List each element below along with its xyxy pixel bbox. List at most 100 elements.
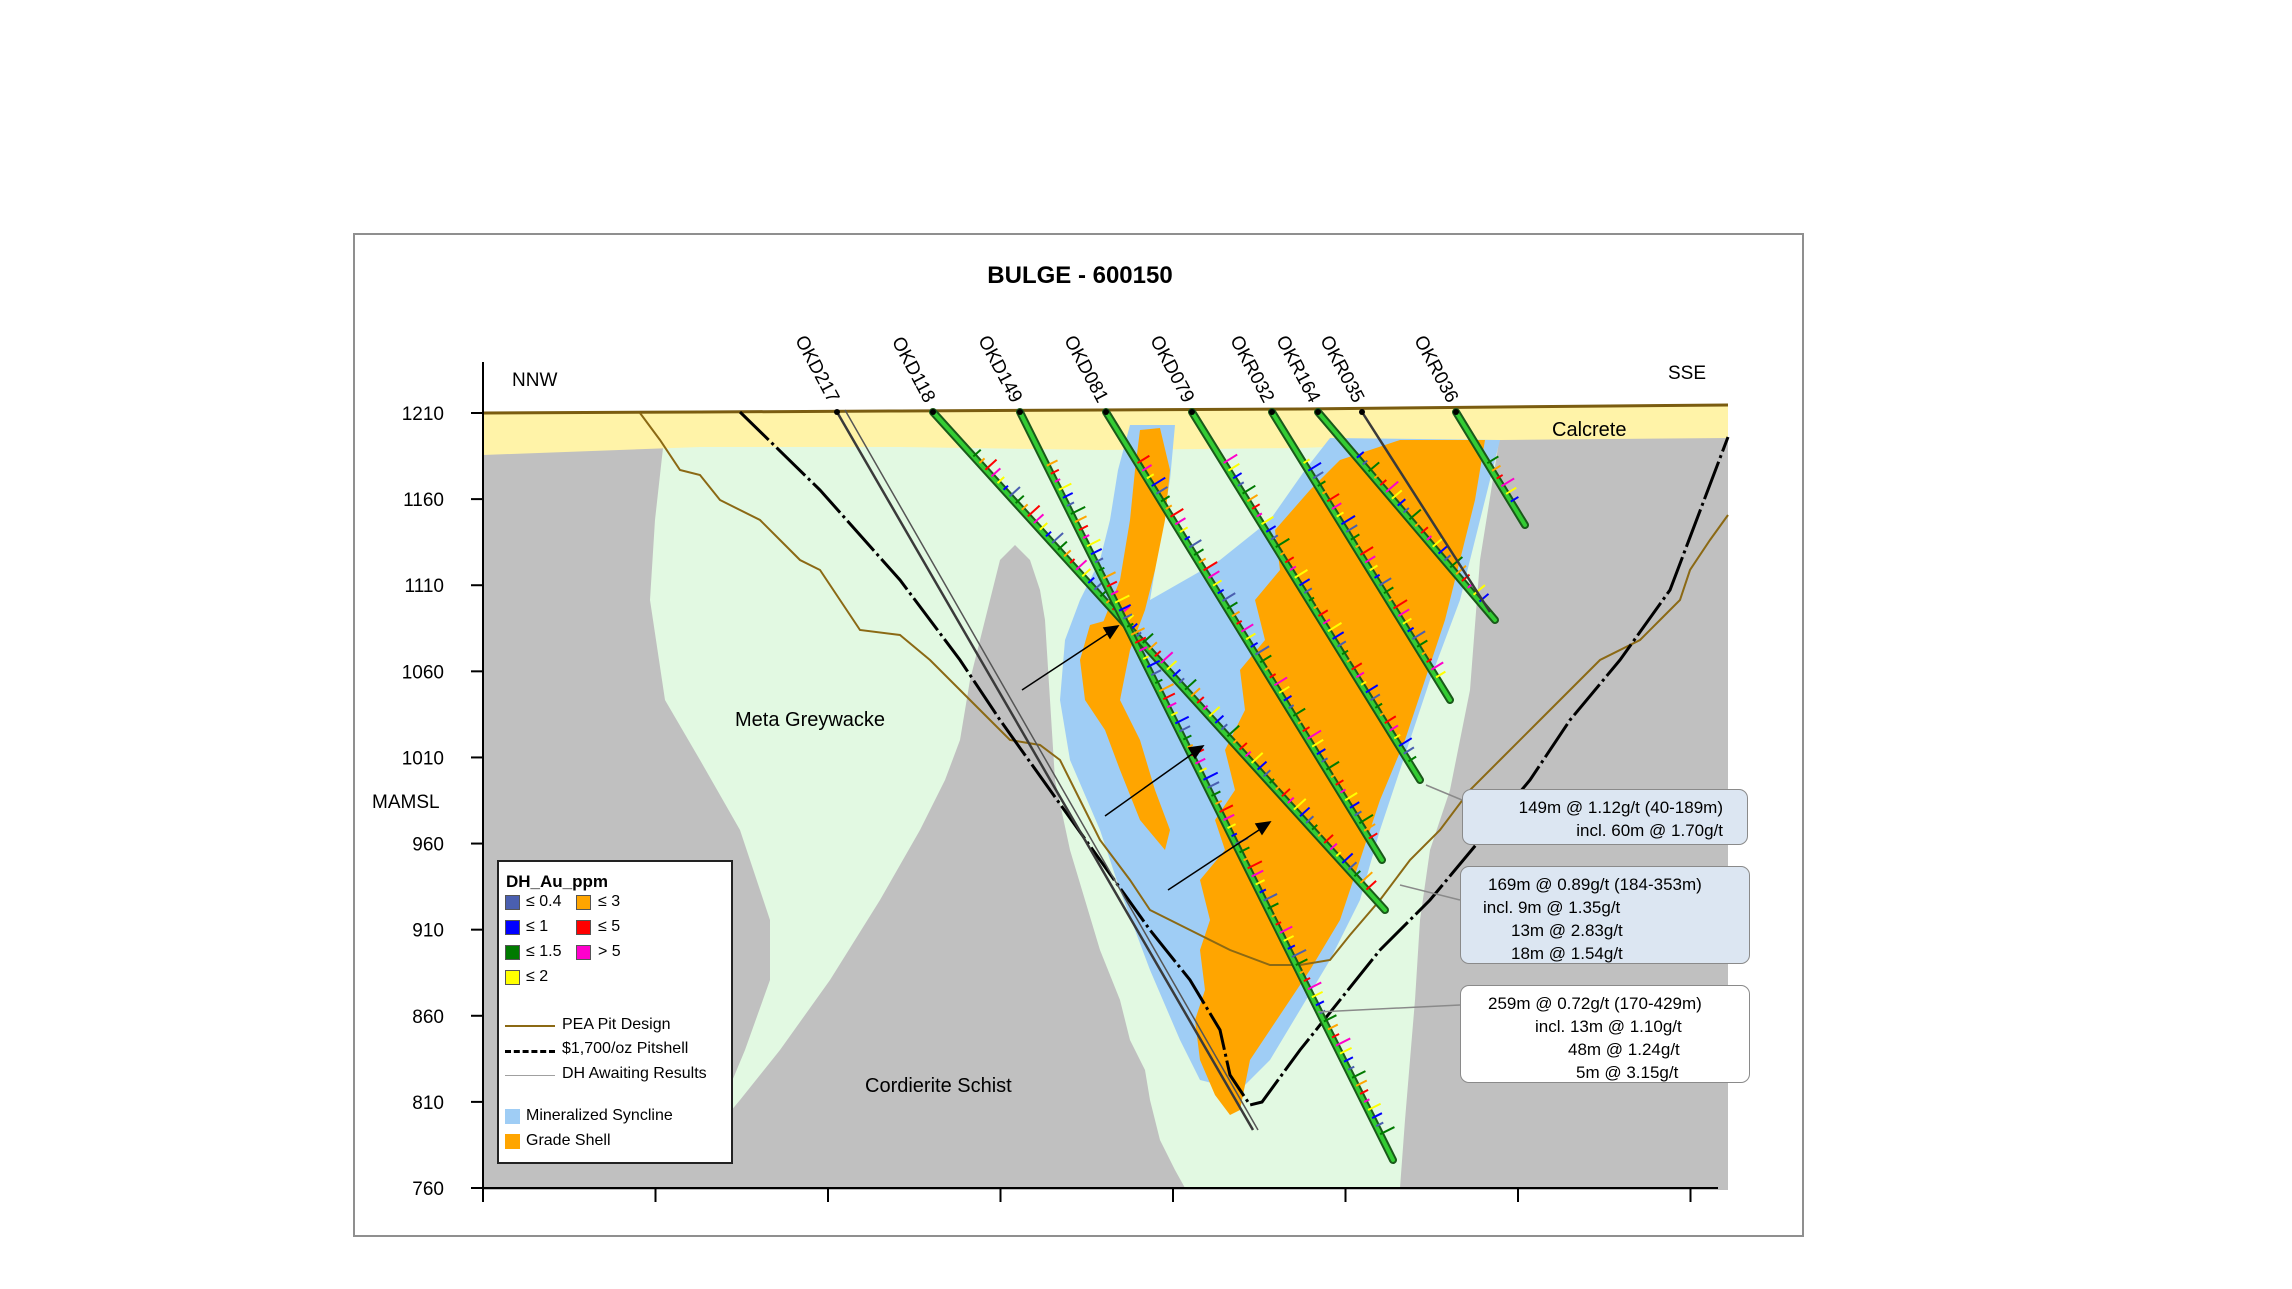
assay-tick bbox=[1155, 486, 1168, 495]
assay-tick bbox=[1271, 911, 1281, 918]
assay-tick bbox=[1311, 991, 1324, 999]
assay-tick bbox=[1426, 658, 1433, 663]
assay-tick bbox=[1231, 610, 1241, 618]
assay-tick bbox=[1378, 577, 1392, 587]
callout-intercept-2: 169m @ 0.89g/t (184-353m) incl. 9m @ 1.3… bbox=[1460, 866, 1750, 964]
assay-tick bbox=[1411, 630, 1426, 640]
assay-tick bbox=[1510, 496, 1519, 503]
legend: DH_Au_ppm ≤ 0.4 ≤ 3 ≤ 1 ≤ 5 ≤ 1.5 > 5 ≤ … bbox=[497, 860, 733, 1164]
assay-tick bbox=[1311, 824, 1318, 831]
callout-2-line-4: 18m @ 1.54g/t bbox=[1511, 944, 1623, 963]
assay-tick bbox=[1244, 750, 1252, 758]
assay-tick bbox=[1383, 586, 1394, 595]
assay-tick bbox=[1169, 508, 1184, 518]
drillhole-label: OKD118 bbox=[887, 333, 939, 406]
assay-tick bbox=[1340, 515, 1356, 526]
assay-tick bbox=[1198, 767, 1208, 773]
assay-tick bbox=[1347, 1065, 1355, 1071]
assay-tick bbox=[1170, 711, 1178, 717]
assay-tick bbox=[1303, 977, 1311, 983]
assay-tick bbox=[1182, 734, 1192, 741]
legend-swatch-1 bbox=[505, 920, 520, 935]
assay-tick bbox=[1275, 921, 1282, 926]
figure-title: BULGE - 600150 bbox=[987, 262, 1172, 289]
legend-label-gt5: > 5 bbox=[598, 943, 621, 960]
assay-tick bbox=[1227, 823, 1237, 830]
assay-tick bbox=[1278, 685, 1290, 694]
assay-tick bbox=[1455, 565, 1467, 575]
assay-tick bbox=[1223, 453, 1238, 464]
assay-tick bbox=[1141, 464, 1153, 472]
assay-tick bbox=[1449, 556, 1464, 569]
assay-tick bbox=[1263, 893, 1278, 902]
drillhole-collar bbox=[1359, 409, 1365, 415]
assay-tick bbox=[1194, 757, 1206, 765]
assay-tick bbox=[1203, 561, 1218, 572]
drillhole-trace bbox=[1454, 410, 1527, 527]
drillhole-label: OKD081 bbox=[1059, 332, 1112, 406]
assay-tick bbox=[978, 457, 986, 464]
assay-tick bbox=[1388, 595, 1397, 602]
assay-tick bbox=[1256, 512, 1263, 518]
assay-tick bbox=[1240, 623, 1254, 633]
assay-tick bbox=[1402, 507, 1410, 514]
assay-tick bbox=[1260, 515, 1274, 526]
assay-tick bbox=[1302, 726, 1311, 733]
y-tick-label: 1010 bbox=[402, 748, 444, 769]
assay-tick bbox=[1326, 493, 1340, 503]
assay-tick bbox=[1379, 706, 1395, 717]
assay-tick bbox=[1135, 631, 1142, 638]
assay-tick bbox=[1403, 746, 1415, 755]
assay-tick bbox=[1323, 1014, 1337, 1023]
assay-tick bbox=[1179, 526, 1189, 533]
assay-tick bbox=[1021, 503, 1029, 511]
assay-tick bbox=[1398, 737, 1413, 747]
assay-tick bbox=[1251, 503, 1261, 510]
assay-tick bbox=[1289, 565, 1297, 571]
assay-tick bbox=[1295, 958, 1308, 966]
assay-tick bbox=[1430, 661, 1444, 671]
assay-tick bbox=[1491, 464, 1502, 472]
assay-tick bbox=[1360, 680, 1367, 686]
assay-tick bbox=[1349, 801, 1360, 809]
assay-tick bbox=[1325, 760, 1340, 771]
assay-tick bbox=[1223, 813, 1235, 821]
assay-tick bbox=[1367, 1102, 1382, 1111]
assay-tick bbox=[1202, 771, 1219, 781]
label-cordierite-schist: Cordierite Schist bbox=[865, 1075, 1012, 1097]
assay-tick bbox=[1432, 536, 1445, 548]
assay-tick bbox=[1102, 571, 1116, 580]
drillhole-trace bbox=[1190, 410, 1422, 782]
assay-tick bbox=[1226, 601, 1238, 610]
assay-tick bbox=[1058, 482, 1072, 491]
assay-tick bbox=[1217, 588, 1225, 595]
assay-tick bbox=[1207, 570, 1220, 579]
assay-tick bbox=[1237, 481, 1245, 487]
assay-tick bbox=[1090, 548, 1103, 556]
assay-tick bbox=[1279, 547, 1293, 556]
assay-tick bbox=[1298, 578, 1311, 587]
assay-tick bbox=[1416, 639, 1428, 648]
assay-tick bbox=[1287, 796, 1295, 804]
assay-tick bbox=[1335, 779, 1344, 786]
legend-line-pitshell bbox=[505, 1050, 555, 1053]
y-tick-label: 1160 bbox=[403, 490, 444, 511]
assay-tick bbox=[1202, 704, 1209, 711]
assay-tick bbox=[1339, 788, 1347, 794]
assay-tick bbox=[1198, 557, 1207, 564]
y-tick-label: 1110 bbox=[405, 576, 444, 597]
assay-tick bbox=[1345, 524, 1358, 533]
dh-awaiting-okd217-trace bbox=[844, 409, 1259, 1131]
assay-tick bbox=[1321, 489, 1329, 495]
assay-tick bbox=[1219, 804, 1234, 813]
assay-tick bbox=[984, 458, 998, 471]
legend-swatch-3 bbox=[576, 895, 591, 910]
assay-tick bbox=[1074, 515, 1087, 523]
assay-tick bbox=[1087, 576, 1095, 584]
assay-tick bbox=[1306, 729, 1322, 740]
assay-tick bbox=[1332, 631, 1345, 640]
assay-tick bbox=[1045, 530, 1052, 538]
assay-tick bbox=[1397, 498, 1406, 507]
drillhole-trace-awaiting bbox=[1360, 411, 1492, 613]
